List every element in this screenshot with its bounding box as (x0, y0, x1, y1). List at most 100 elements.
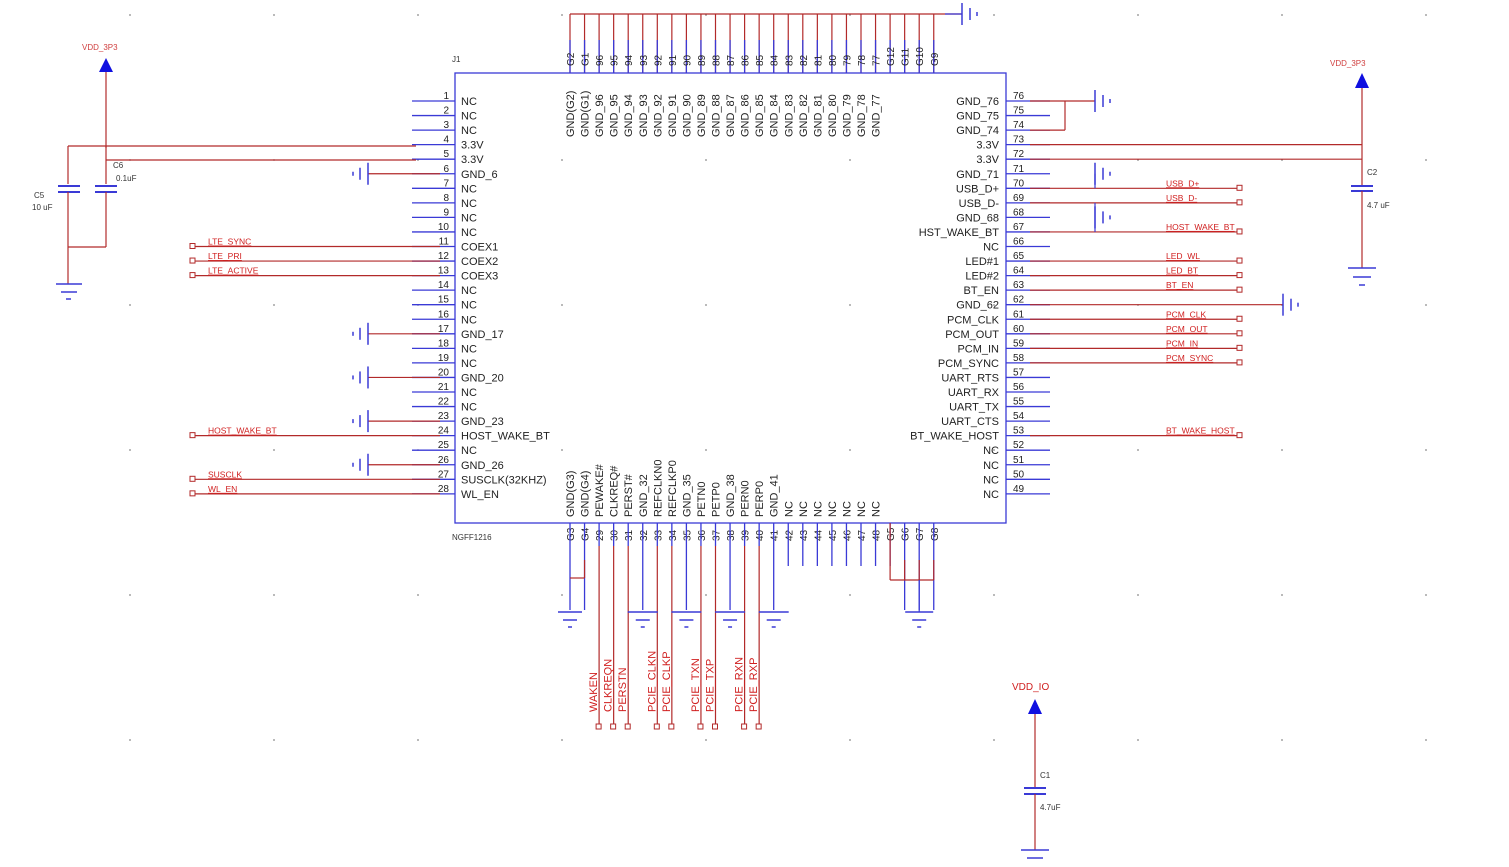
off-page-port-icon (1236, 228, 1243, 235)
pin-number: 10 (438, 222, 450, 233)
ground-symbol-icon (905, 611, 934, 628)
pin-name: GND_84 (769, 94, 781, 137)
ground-symbol-icon (671, 611, 702, 628)
pin-name: 3.3V (461, 140, 484, 152)
pin-number: 68 (1013, 207, 1025, 218)
pin-number: 35 (682, 529, 693, 541)
pin-name: PCM_SYNC (938, 358, 999, 370)
net-label-pcm_clk: PCM_CLK (1166, 309, 1206, 319)
top-pin-group: G2GND(G2)G1GND(G1)96GND_9695GND_9594GND_… (565, 3, 978, 137)
pin-number: 95 (610, 54, 621, 66)
pin-name: NC (461, 183, 477, 195)
pin-name: NC (461, 402, 477, 414)
pin-number: 96 (595, 54, 606, 66)
grid-dot (705, 449, 707, 451)
grid-dot (273, 14, 275, 16)
grid-dot (1425, 594, 1427, 596)
pin-name: GND_82 (798, 94, 810, 137)
pin-name: GND_80 (827, 94, 839, 137)
pin-name: NC (461, 227, 477, 239)
pin-name: COEX1 (461, 242, 498, 254)
net-label-usb_d+: USB_D+ (1166, 178, 1199, 188)
pin-name: NC (871, 501, 883, 517)
pin-name: NC (461, 96, 477, 108)
grid-dot (993, 14, 995, 16)
grid-dot (417, 594, 419, 596)
off-page-port-icon (1236, 432, 1243, 439)
pin-name: NC (461, 445, 477, 457)
off-page-port-icon (189, 272, 196, 279)
grid-dot (561, 304, 563, 306)
pin-g12: G12 (886, 14, 897, 73)
right-ground-wiring (1030, 90, 1299, 316)
pin-name: NC (812, 501, 824, 517)
grid-dot (1281, 14, 1283, 16)
pin-name: NC (783, 501, 795, 517)
pin-name: GND_20 (461, 372, 504, 384)
pin-name: GND_81 (812, 94, 824, 137)
pin-name: NC (461, 198, 477, 210)
pin-name: GND(G1) (580, 91, 592, 137)
grid-dot (1137, 739, 1139, 741)
ground-symbol-icon (1094, 206, 1111, 229)
pin-number: 5 (443, 149, 449, 160)
pin-number: 22 (438, 397, 450, 408)
pin-name: REFCLKN0 (652, 460, 664, 517)
grid-dot (273, 449, 275, 451)
pin-number: 84 (770, 54, 781, 66)
grid-dot (561, 739, 563, 741)
pin-name: NC (461, 343, 477, 355)
pin-name: NC (983, 242, 999, 254)
pin-name: NC (856, 501, 868, 517)
pin-number: 72 (1013, 149, 1025, 160)
pin-name: GND_23 (461, 416, 504, 428)
cap-value-c1: 4.7uF (1040, 803, 1061, 812)
pin-name: PETP0 (711, 482, 723, 517)
ground-symbol-icon (1282, 293, 1299, 316)
pin-name: HOST_WAKE_BT (461, 431, 550, 443)
net-label-pcm_in: PCM_IN (1166, 338, 1198, 348)
grid-dot (993, 159, 995, 161)
pin-number: 57 (1013, 367, 1025, 378)
pin-number: 32 (639, 529, 650, 541)
bottom-ground-wiring (558, 523, 935, 628)
pin-name: GND_17 (461, 329, 504, 341)
pin-number: G3 (566, 527, 577, 541)
off-page-port-icon (1236, 315, 1243, 322)
net-label-waken: WAKEN (588, 672, 600, 712)
ground-symbol-icon (961, 3, 978, 25)
net-label-pcie_rxp: PCIE_RXP (748, 658, 760, 712)
pin-name: GND_62 (956, 300, 999, 312)
grid-dot (1137, 594, 1139, 596)
left-power-section: VDD_3P3 C5 10 uF C6 0.1uF (32, 43, 416, 300)
pin-name: NC (461, 212, 477, 224)
net-label-host_wake_bt: HOST_WAKE_BT (208, 426, 277, 436)
